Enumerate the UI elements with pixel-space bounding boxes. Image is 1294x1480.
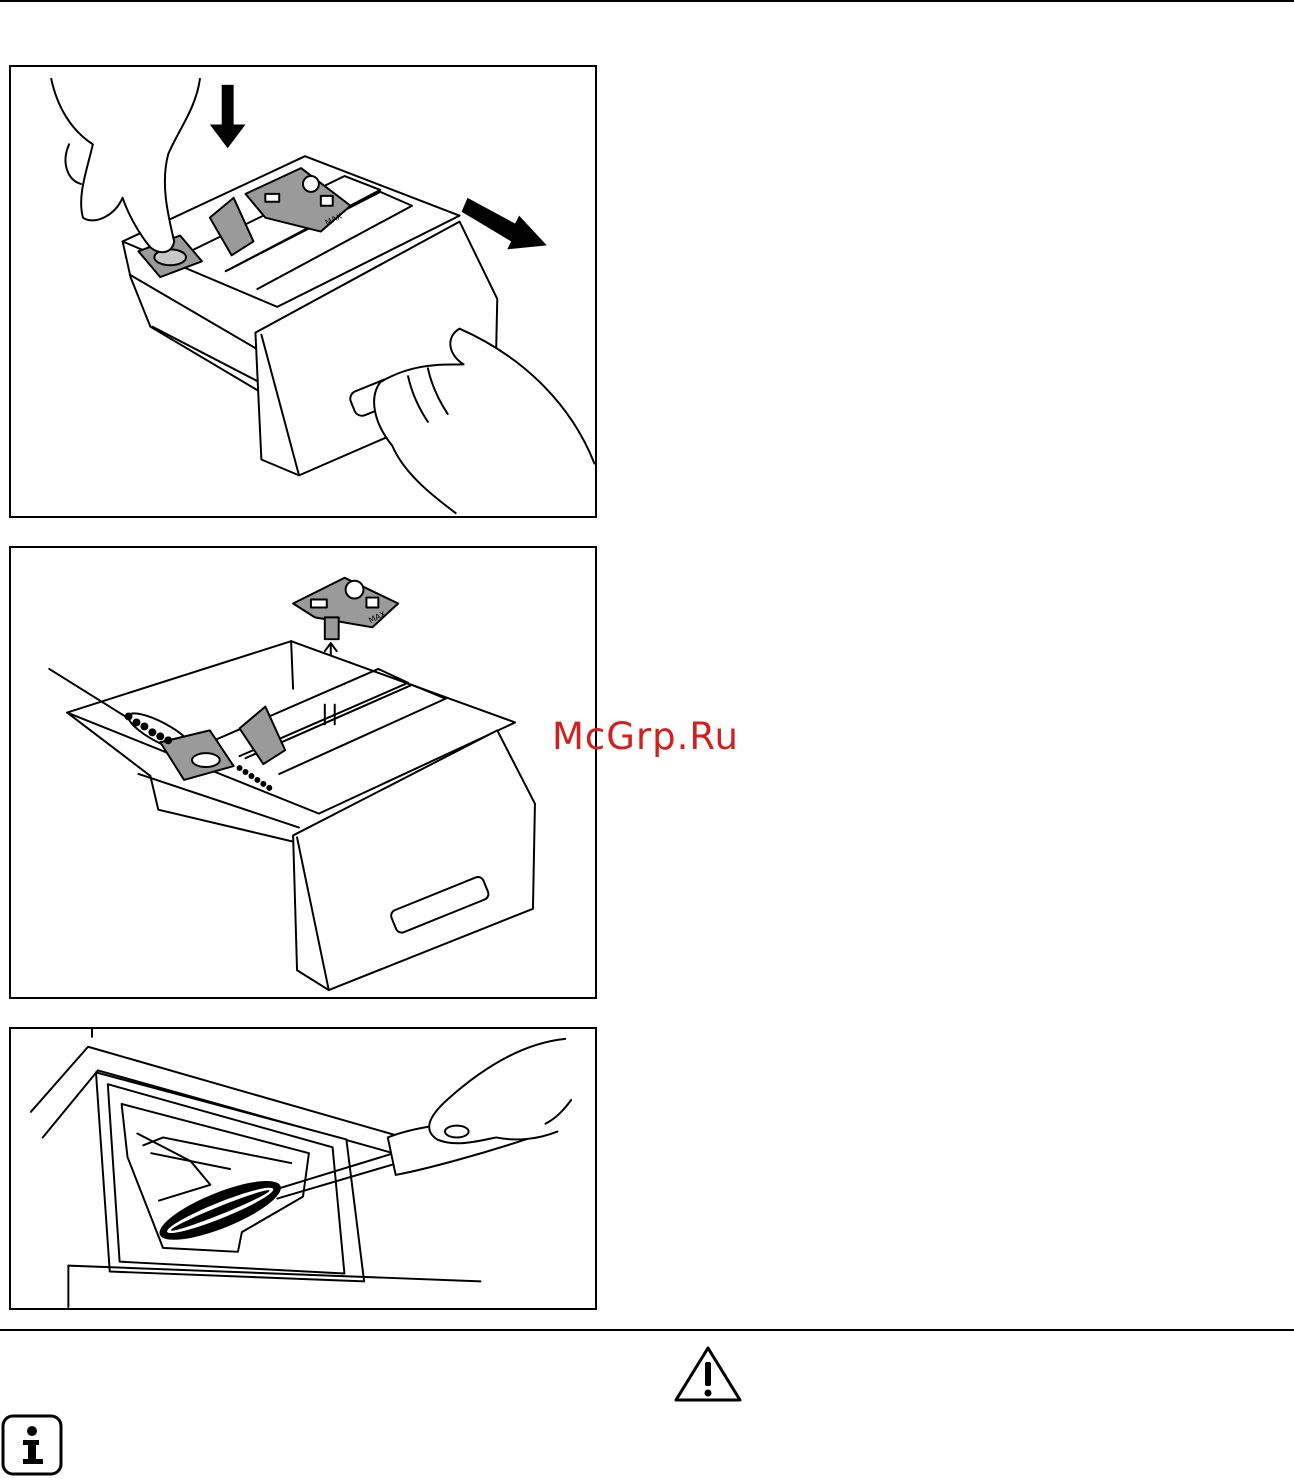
warning-triangle-icon [672,1344,744,1404]
info-icon [1,1414,63,1476]
figure-dispenser-recess-brush [9,1027,597,1310]
dispenser-recess-brush-illustration [11,1029,595,1308]
watermark-text: McGrp.Ru [552,718,739,755]
siphon-cap [293,578,398,628]
pull-out-arrow [462,198,547,250]
push-down-arrow [210,85,246,148]
dispenser-cleaning-illustration: MAX [11,548,595,997]
top-rule [0,0,1294,2]
figure-dispenser-release: MAX [9,65,597,518]
section-rule [0,1329,1294,1331]
figure-dispenser-cleaning: MAX [9,546,597,999]
dispenser-release-illustration: MAX [11,67,595,516]
